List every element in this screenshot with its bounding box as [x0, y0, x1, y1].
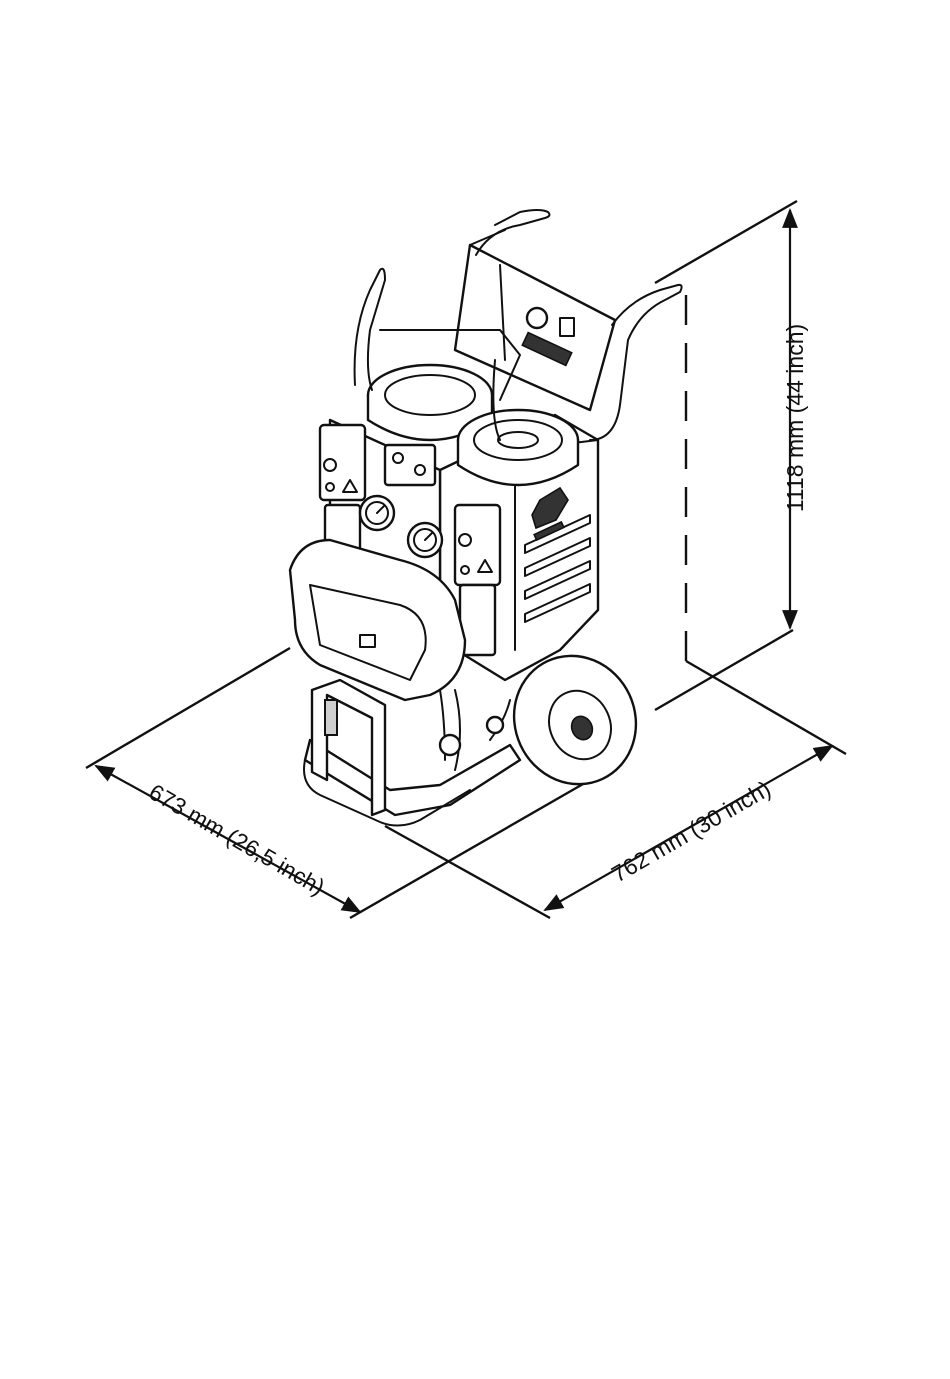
- depth-dimension-label: 673 mm (26,5 inch): [145, 779, 330, 901]
- cart-handle: [476, 210, 549, 255]
- height-dimension-label: 1118 mm (44 inch): [782, 324, 808, 512]
- width-dimension-label: 762 mm (30 inch): [607, 775, 775, 887]
- front-frame: [312, 680, 385, 815]
- pressure-knob-icon: [527, 308, 547, 328]
- valve-block: [385, 445, 435, 485]
- sprayer-cart-illustration: [290, 210, 682, 826]
